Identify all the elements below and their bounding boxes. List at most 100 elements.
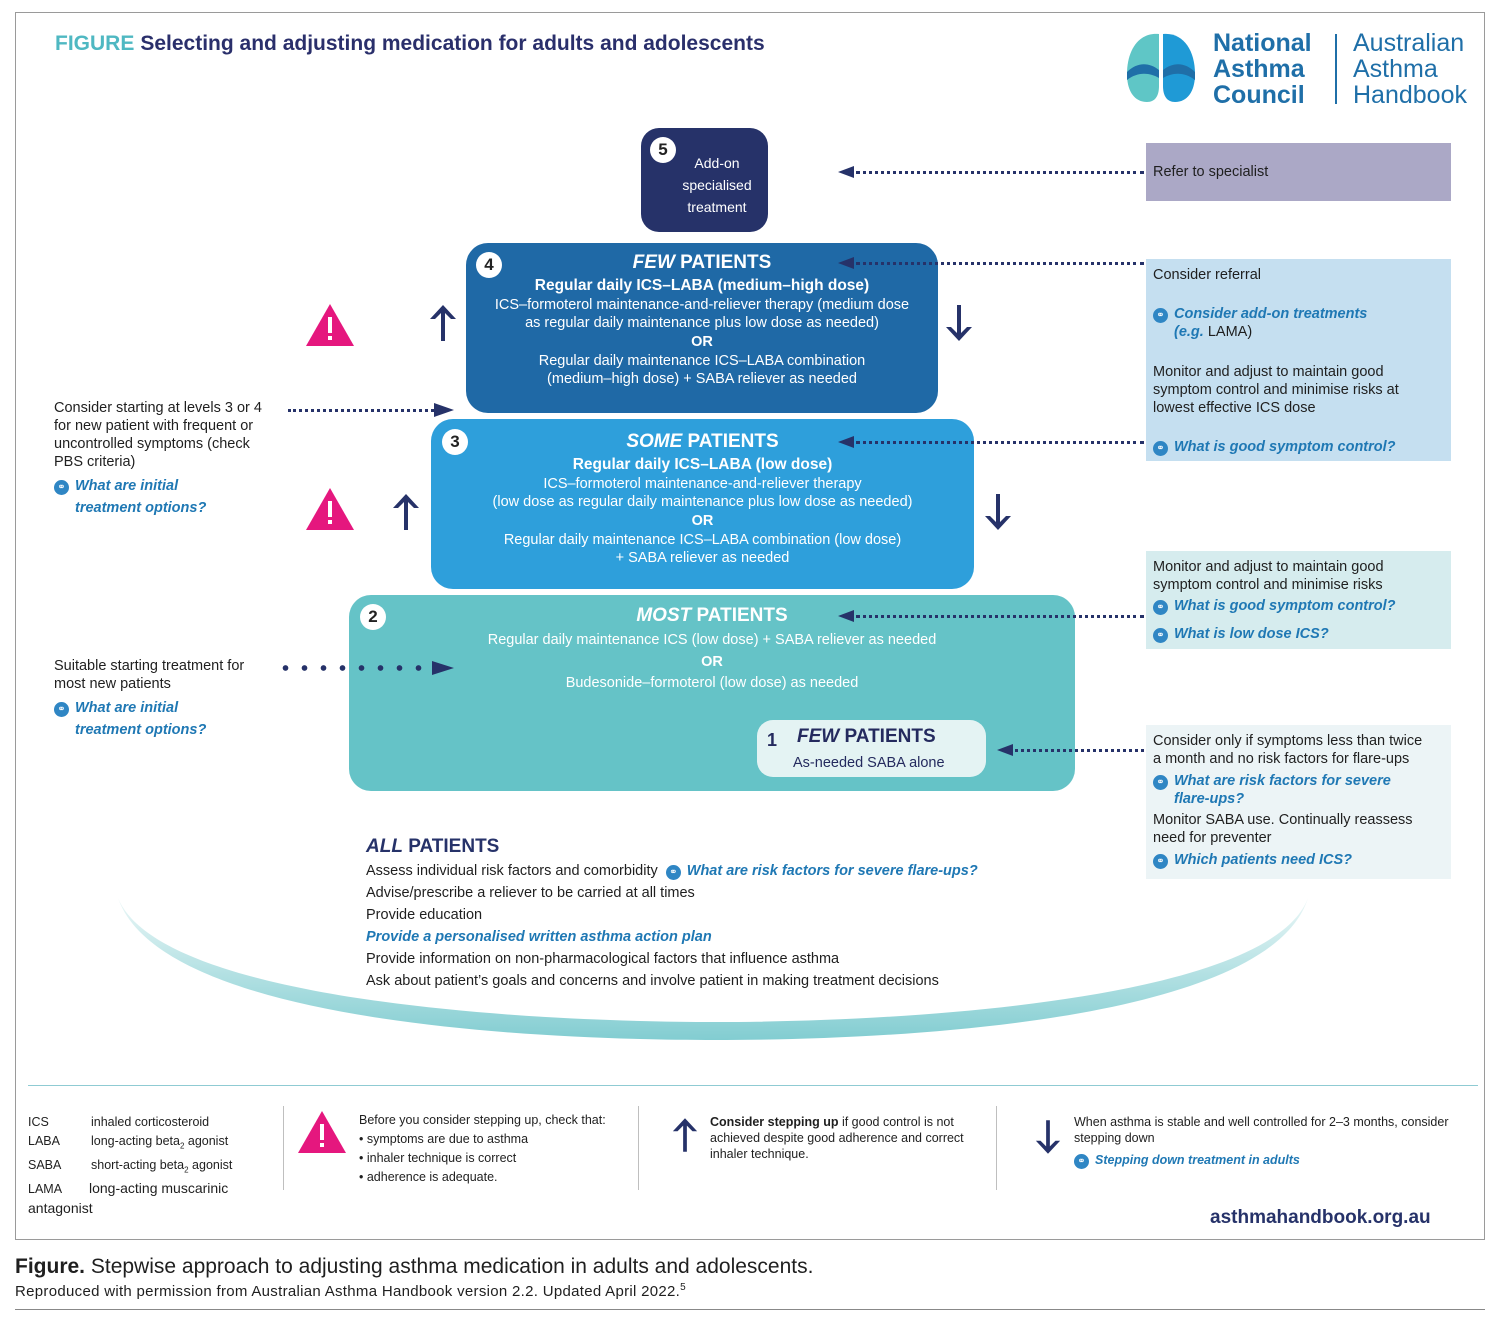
left-text: Consider starting at levels 3 or 4 <box>54 400 262 416</box>
arrow-down-icon <box>985 494 1011 530</box>
caption-label: Figure. <box>15 1255 86 1278</box>
step-2-line: Budesonide–formoterol (low dose) as need… <box>565 675 859 691</box>
step-3-line: ICS–formoterol maintenance-and-reliever … <box>543 476 862 492</box>
header-emphasis: MOST <box>636 605 692 626</box>
link-which-patients-ics[interactable]: ⚭ Which patients need ICS? <box>1153 851 1444 869</box>
link-icon: ⚭ <box>1153 775 1168 790</box>
link-text[interactable]: treatment options? <box>75 722 207 738</box>
step-4-line: Regular daily maintenance ICS–LABA combi… <box>538 353 866 369</box>
logo-handbook-name: Australian Asthma Handbook <box>1353 30 1467 108</box>
link-initial-treatment[interactable]: ⚭What are initial <box>54 697 244 719</box>
step-up-legend: Consider stepping up if good control is … <box>710 1114 990 1162</box>
link-text: Which patients need ICS? <box>1174 852 1353 868</box>
logo-org-line: Council <box>1213 81 1305 109</box>
link-risk-factors[interactable]: ⚭ What are risk factors for severe <box>1153 772 1444 790</box>
logo-org-line: National <box>1213 29 1312 57</box>
arrow-head-icon <box>434 403 454 417</box>
panel-text: Consider only if symptoms less than twic… <box>1153 733 1423 749</box>
abbr-meaning: short-acting beta <box>91 1157 185 1172</box>
link-text[interactable]: flare-ups? <box>1174 791 1245 807</box>
figure-title-text: Selecting and adjusting medication for a… <box>140 32 765 55</box>
link-good-symptom-control[interactable]: ⚭What is good symptom control? <box>1153 438 1444 456</box>
step-4-main: Regular daily ICS–LABA (medium–high dose… <box>534 277 870 294</box>
arrow-head-icon <box>838 166 854 178</box>
step-1-header: FEW PATIENTS <box>797 726 936 748</box>
website-url[interactable]: asthmahandbook.org.au <box>1210 1207 1431 1228</box>
dotted-connector <box>856 262 1144 265</box>
arrow-head-icon <box>838 436 854 448</box>
link-action-plan[interactable]: Provide a personalised written asthma ac… <box>366 929 712 945</box>
dotted-connector <box>856 171 1144 174</box>
abbr-meaning: inhaled corticosteroid <box>91 1115 210 1129</box>
link-add-on-treatments[interactable]: ⚭Consider add-on treatments <box>1153 305 1444 323</box>
link-text[interactable]: treatment options? <box>75 500 207 516</box>
link-icon: ⚭ <box>1153 854 1168 869</box>
panel-text: symptom control and minimise risks <box>1153 577 1383 593</box>
logo: National Asthma Council Australian Asthm… <box>1125 30 1480 110</box>
dotted-connector <box>276 665 428 671</box>
step-number: 3 <box>442 429 468 455</box>
all-patients-item: Advise/prescribe a reliever to be carrie… <box>366 885 695 901</box>
logo-org-line: Asthma <box>1213 55 1305 83</box>
figure-frame <box>15 12 1485 1240</box>
legend-divider <box>28 1085 1478 1086</box>
link-text: What are risk factors for severe <box>1174 773 1391 789</box>
legend-text: symptoms are due to asthma <box>366 1132 529 1146</box>
logo-handbook-line: Australian <box>1353 29 1465 57</box>
logo-handbook-line: Asthma <box>1353 55 1438 83</box>
legend-separator <box>996 1106 997 1190</box>
all-patients-header: ALL PATIENTS <box>366 834 978 860</box>
arrow-down-icon <box>1035 1120 1061 1154</box>
panel-text: symptom control and minimise risks at <box>1153 382 1399 398</box>
step-3-header: SOME PATIENTS <box>431 431 974 453</box>
bottom-divider <box>15 1309 1485 1310</box>
arrow-head-icon <box>838 257 854 269</box>
step-3-line: + SABA reliever as needed <box>615 550 790 566</box>
check-item: • adherence is adequate. <box>359 1170 498 1184</box>
step-number: 1 <box>767 730 778 750</box>
panel-step-1: Consider only if symptoms less than twic… <box>1146 725 1451 879</box>
abbr-meaning: long-acting muscarinic antagonist <box>28 1180 229 1216</box>
panel-text: Monitor SABA use. Continually reassess <box>1153 812 1413 828</box>
link-low-dose-ics[interactable]: ⚭What is low dose ICS? <box>1153 625 1444 643</box>
link-text: Stepping down treatment in adults <box>1095 1153 1300 1167</box>
arrow-up-icon <box>672 1118 698 1152</box>
left-text: uncontrolled symptoms (check <box>54 436 250 452</box>
arrow-head-icon <box>838 610 854 622</box>
all-patients-item: Provide information on non-pharmacologic… <box>366 951 840 967</box>
step-5-text: Add-on specialised treatment <box>682 155 752 215</box>
figure-label: FIGURE <box>55 32 135 55</box>
check-item: • inhaler technique is correct <box>359 1151 517 1165</box>
or-label: OR <box>701 654 723 670</box>
or-label: OR <box>691 513 714 529</box>
figure-caption: Figure. Stepwise approach to adjusting a… <box>15 1255 813 1279</box>
link-text[interactable]: (e.g. <box>1174 324 1204 340</box>
link-text: What is good symptom control? <box>1174 439 1396 455</box>
step-number: 5 <box>650 137 676 163</box>
link-icon: ⚭ <box>54 480 69 495</box>
link-risk-factors[interactable]: What are risk factors for severe flare-u… <box>686 863 978 879</box>
legend-text: inhaler technique is correct <box>366 1151 517 1165</box>
step-1-box: 1 FEW PATIENTS As-needed SABA alone <box>757 720 986 777</box>
legend-text: Consider stepping up <box>710 1115 839 1129</box>
link-good-symptom-control[interactable]: ⚭What is good symptom control? <box>1153 597 1444 615</box>
legend-text: stepping down <box>1074 1131 1155 1145</box>
panel-refer-specialist: Refer to specialist <box>1146 143 1451 201</box>
link-initial-treatment[interactable]: ⚭What are initial <box>54 475 262 497</box>
left-text: Suitable starting treatment for <box>54 658 245 674</box>
link-stepping-down[interactable]: ⚭Stepping down treatment in adults <box>1074 1152 1474 1169</box>
legend-text: When asthma is stable and well controlle… <box>1074 1115 1449 1129</box>
arrow-up-icon <box>393 494 419 530</box>
header-emphasis: ALL <box>366 836 403 857</box>
abbr-term: LABA <box>28 1134 60 1148</box>
logo-handbook-line: Handbook <box>1353 81 1467 109</box>
step-5-box: 5 Add-on specialised treatment <box>641 128 768 232</box>
step-2-header: MOST PATIENTS <box>349 605 1075 627</box>
panel-text: need for preventer <box>1153 830 1272 846</box>
panel-text: a month and no risk factors for flare-up… <box>1153 751 1410 767</box>
legend-text: achieved despite good adherence and corr… <box>710 1131 964 1145</box>
step-3-box: 3 SOME PATIENTS Regular daily ICS–LABA (… <box>431 419 974 589</box>
left-note-upper: Consider starting at levels 3 or 4 for n… <box>54 399 262 519</box>
